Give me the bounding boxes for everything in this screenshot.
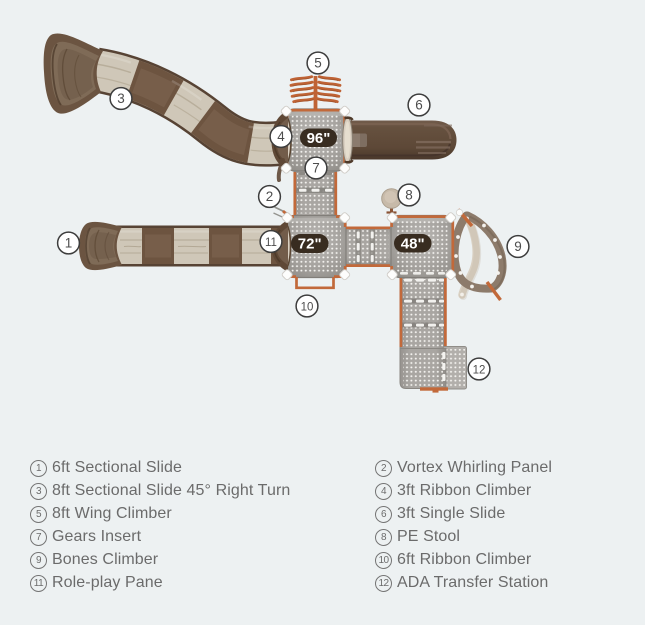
callout-2-circle [257,184,282,209]
callout-3-number: 3 [117,91,125,106]
callout-2-number: 2 [266,189,274,204]
callout-7-number: 7 [312,161,320,176]
legend-item-9: 9 Bones Climber [30,548,290,571]
legend-label-11: Role-play Pane [52,574,163,591]
legend-num-1: 1 [30,460,47,477]
callout-9-circle [506,234,530,259]
legend-num-6: 6 [375,506,392,523]
legend-num-3: 3 [30,483,47,500]
legend-item-5: 5 8ft Wing Climber [30,502,290,525]
legend-num-11: 11 [30,575,47,592]
legend-label-12: ADA Transfer Station [397,574,549,591]
callout-6-number: 6 [415,98,423,113]
callout-11-circle [259,229,283,254]
legend-num-5: 5 [30,506,47,523]
callout-1-number: 1 [65,236,73,251]
slide-6ft-sectional [79,221,286,271]
slide-3ft-single [349,120,457,160]
legend-item-6: 6 3ft Single Slide [375,502,552,525]
bones-anchor-bottom [485,280,502,302]
callout-9: 9 [506,234,530,259]
legend-item-2: 2 Vortex Whirling Panel [375,456,552,479]
callout-2: 2 [257,184,282,209]
legend-item-3: 3 8ft Sectional Slide 45° Right Turn [30,479,290,502]
deck-labels: 96" 72" 48" [291,128,432,253]
slide-8ft-exit-flare [43,33,103,114]
callout-10-number: 10 [301,302,314,314]
callout-6-circle [407,93,431,117]
legend-item-10: 10 6ft Ribbon Climber [375,548,552,571]
callout-7: 7 [304,156,328,180]
legend-item-7: 7 Gears Insert [30,525,290,548]
ada-orange-edge [420,387,448,391]
legend-label-8: PE Stool [397,528,461,545]
callout-8-number: 8 [405,188,413,203]
legend-column-right: 2 Vortex Whirling Panel 4 3ft Ribbon Climb… [375,456,552,594]
legend-item-12: 12 ADA Transfer Station [375,571,552,594]
legend-num-9: 9 [30,552,47,569]
legend-num-10: 10 [375,552,392,569]
platform-72-label-capsule [291,234,329,253]
callout-12-number: 12 [473,365,486,377]
slide-6ft-exit-flare [79,221,122,271]
platform-96-label: 96" [307,130,331,147]
callout-3: 3 [109,86,133,111]
platform-48-label: 48" [401,236,425,253]
callout-1: 1 [56,231,81,255]
callout-3-circle [109,86,133,111]
callout-1-circle [56,231,81,255]
callout-11-number: 11 [265,237,277,249]
wing-climber [289,75,342,110]
callout-9-number: 9 [514,239,522,254]
legend-num-2: 2 [375,460,392,477]
bones-climber [450,208,507,302]
pe-stool [381,188,402,217]
legend-num-7: 7 [30,529,47,546]
bridge-lower [343,226,392,267]
ribbon-climber-6ft [295,277,335,290]
legend-num-12: 12 [375,575,392,592]
legend-label-1: 6ft Sectional Slide [52,459,182,476]
callout-5: 5 [306,51,330,75]
callout-4-number: 4 [277,129,285,144]
legend-label-6: 3ft Single Slide [397,505,506,522]
legend-label-5: 8ft Wing Climber [52,505,172,522]
slide-3ft-connector [342,116,354,164]
ada-transfer-station [399,346,467,393]
callout-4: 4 [269,124,293,149]
legend-num-8: 8 [375,529,392,546]
playground-diagram: 96" 72" 48" 1 2 3 4 5 6 [43,33,530,393]
callout-5-circle [306,51,330,75]
callout-8-circle [397,183,421,207]
legend-label-2: Vortex Whirling Panel [397,459,553,476]
legend-label-9: Bones Climber [52,551,159,568]
callout-12-circle [467,357,491,381]
corner-posts [280,105,457,281]
callouts: 1 2 3 4 5 6 7 8 [56,51,530,381]
legend-item-1: 1 6ft Sectional Slide [30,456,290,479]
callout-10: 10 [295,294,319,318]
legend-column-left: 1 6ft Sectional Slide 3 8ft Sectional Slid… [30,456,290,594]
callout-11: 11 [259,229,283,254]
slide-8ft-sectional [43,33,287,167]
callout-4-circle [269,124,293,149]
legend-label-7: Gears Insert [52,528,142,545]
legend-label-10: 6ft Ribbon Climber [397,551,532,568]
legend-item-4: 4 3ft Ribbon Climber [375,479,552,502]
callout-8: 8 [397,183,421,207]
callout-12: 12 [467,357,491,381]
platform-48-label-capsule [394,234,432,253]
callout-6: 6 [407,93,431,117]
legend-label-4: 3ft Ribbon Climber [397,482,532,499]
callout-7-circle [304,156,328,180]
legend-item-8: 8 PE Stool [375,525,552,548]
legend-label-3: 8ft Sectional Slide 45° Right Turn [52,482,291,499]
platform-72-label: 72" [298,236,322,253]
legend-item-11: 11 Role-play Pane [30,571,290,594]
callout-5-number: 5 [314,56,322,71]
legend-num-4: 4 [375,483,392,500]
ada-ramp [399,276,447,350]
platform-96-label-capsule [300,128,337,147]
callout-10-circle [295,294,319,318]
